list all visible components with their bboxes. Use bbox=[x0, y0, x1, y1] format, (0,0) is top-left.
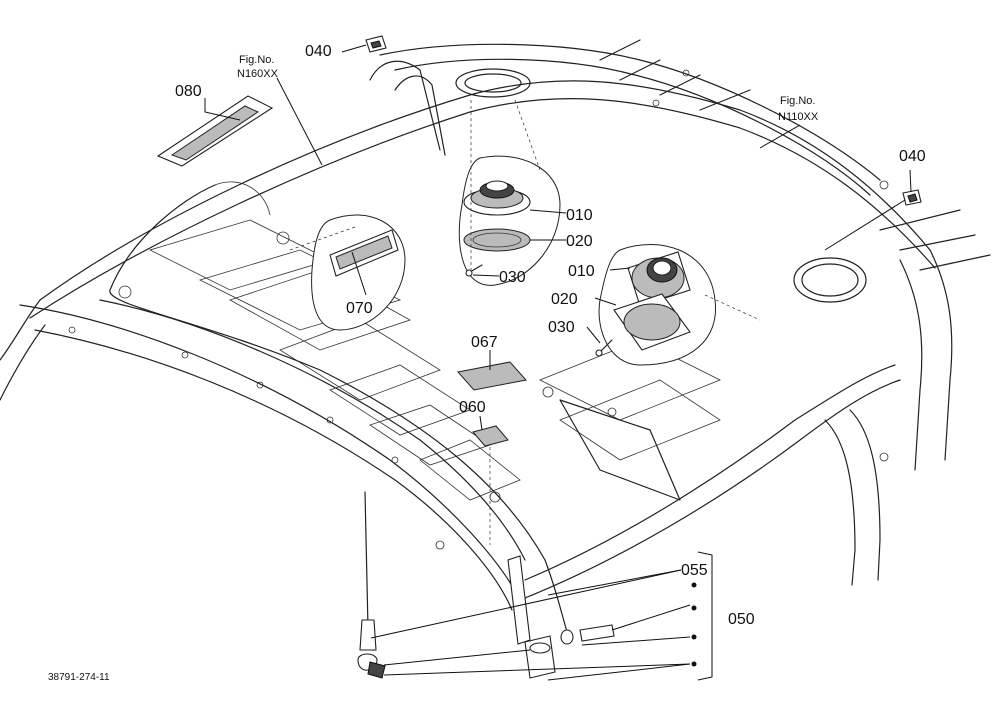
screw-030-upper bbox=[465, 264, 483, 277]
document-id: 38791-274-11 bbox=[48, 672, 110, 683]
callout-070: 070 bbox=[346, 300, 373, 317]
screw-030-lower bbox=[595, 339, 613, 357]
antenna-mount bbox=[507, 555, 556, 679]
antenna-055 bbox=[357, 491, 386, 679]
callout-050: 050 bbox=[728, 611, 755, 628]
fig-ref-n160-line1: Fig.No. bbox=[239, 54, 274, 66]
callout-020-upper: 020 bbox=[566, 233, 593, 250]
callout-040-left: 040 bbox=[305, 43, 332, 60]
callout-030-lower: 030 bbox=[548, 319, 575, 336]
speaker-010-lower bbox=[627, 251, 691, 307]
fig-ref-n110-line1: Fig.No. bbox=[780, 95, 815, 107]
roof-structure bbox=[0, 39, 991, 611]
callout-010-lower: 010 bbox=[568, 263, 595, 280]
callout-080: 080 bbox=[175, 83, 202, 100]
upper-speaker-bubble bbox=[458, 155, 561, 286]
pad-080 bbox=[156, 95, 274, 167]
callout-020-lower: 020 bbox=[551, 291, 578, 308]
callout-030-upper: 030 bbox=[499, 269, 526, 286]
callout-010-upper: 010 bbox=[566, 207, 593, 224]
callout-060: 060 bbox=[459, 399, 486, 416]
clip-040-left bbox=[365, 35, 387, 53]
antenna-cable bbox=[109, 184, 571, 641]
lamp-070 bbox=[329, 229, 399, 277]
callout-067: 067 bbox=[471, 334, 498, 351]
fig-ref-n160-line2: N160XX bbox=[237, 68, 279, 80]
grille-020-upper bbox=[463, 228, 531, 252]
grille-020-lower bbox=[613, 293, 691, 351]
leader-lines bbox=[204, 44, 912, 681]
callout-055: 055 bbox=[681, 562, 708, 579]
bolt-050 bbox=[560, 624, 615, 645]
clip-040-right bbox=[902, 189, 922, 206]
plate-060 bbox=[472, 425, 509, 447]
fig-ref-n110-line2: N110XX bbox=[778, 111, 819, 123]
callout-040-right: 040 bbox=[899, 148, 926, 165]
label-067 bbox=[457, 361, 527, 391]
